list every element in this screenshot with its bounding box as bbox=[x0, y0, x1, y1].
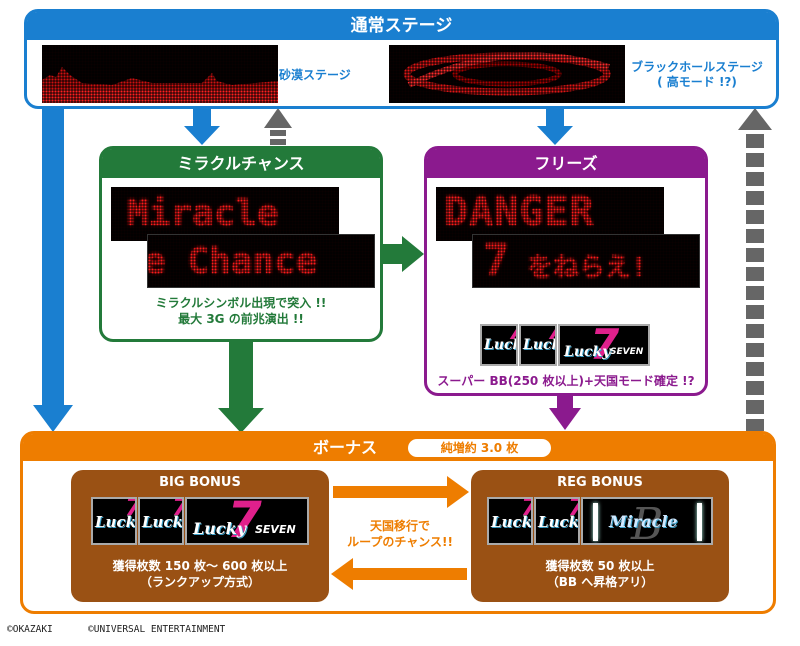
net-gain-badge: 純増約 3.0 枚 bbox=[408, 439, 551, 457]
reg-bonus-caption-line1: 獲得枚数 50 枚以上 bbox=[545, 559, 655, 573]
big-bonus-panel: BIG BONUS Lucky 7 Lucky 7 7 Lucky SEVEN … bbox=[71, 470, 329, 602]
freeze-reel-1-text: Lucky bbox=[484, 337, 516, 353]
credit-okazaki: ©OKAZAKI bbox=[7, 624, 53, 635]
freeze-caption: スーパー BB(250 枚以上)+天国モード確定 !? bbox=[437, 374, 695, 388]
reg-bonus-caption: 獲得枚数 50 枚以上 （BB へ昇格アリ） bbox=[471, 558, 729, 590]
big-reel-1-text: Lucky bbox=[95, 513, 136, 531]
bonus-loop-arrows bbox=[331, 476, 469, 590]
big-bonus-caption-line1: 獲得枚数 150 枚～ 600 枚以上 bbox=[112, 559, 288, 573]
miracle-display-line1: Miracle bbox=[127, 193, 279, 234]
big-bonus-caption: 獲得枚数 150 枚～ 600 枚以上 （ランクアップ方式） bbox=[71, 558, 329, 590]
desert-dunes-graphic bbox=[42, 67, 278, 103]
freeze-reel-3-seven-tag: SEVEN bbox=[610, 347, 644, 357]
reg-bonus-title: REG BONUS bbox=[557, 475, 643, 490]
freeze-box: フリーズ DANGER 7 をねらえ! Lucky 7 Lucky 7 7 Lu… bbox=[424, 146, 708, 396]
bonus-loop-line1: 天国移行で bbox=[369, 519, 430, 533]
danger-display-top: DANGER bbox=[436, 187, 664, 241]
danger-display-line2: をねらえ! bbox=[527, 253, 647, 283]
miracle-display-line2: e Chance bbox=[147, 241, 318, 282]
desert-stage-display bbox=[42, 45, 278, 103]
blackhole-label-line1: ブラックホールステージ bbox=[631, 60, 763, 74]
reg-reel-1-text: Lucky bbox=[491, 513, 532, 531]
miracle-chance-title: ミラクルチャンス bbox=[102, 149, 380, 178]
blackhole-stage-display bbox=[389, 45, 625, 103]
miracle-chance-box: ミラクルチャンス Miracle e Chance ミラクルシンボル出現で突入 … bbox=[99, 146, 383, 342]
miracle-caption-line2: 最大 3G の前兆演出 !! bbox=[178, 312, 304, 326]
big-reel-2: Lucky 7 bbox=[138, 497, 184, 545]
blackhole-stage-label: ブラックホールステージ ( 高モード !?) bbox=[622, 60, 772, 90]
blackhole-graphic bbox=[403, 52, 611, 96]
arrow-normal-to-miracle bbox=[184, 108, 220, 145]
bonus-title: ボーナス bbox=[313, 438, 378, 457]
miracle-display-top: Miracle bbox=[111, 187, 339, 241]
seven-icon: 7 bbox=[227, 497, 262, 545]
freeze-reel-3: 7 Lucky SEVEN bbox=[558, 324, 650, 366]
miracle-caption-line1: ミラクルシンボル出現で突入 !! bbox=[155, 296, 327, 310]
freeze-reel-1: Lucky 7 bbox=[480, 324, 518, 366]
big-reel-3-text: Lucky bbox=[193, 519, 247, 538]
desert-stage-label: 砂漠ステージ bbox=[279, 68, 351, 82]
big-reel-2-text: Lucky bbox=[142, 513, 183, 531]
blackhole-label-line2: ( 高モード !?) bbox=[657, 75, 737, 89]
freeze-reel-2: Lucky 7 bbox=[519, 324, 557, 366]
seven-icon: 7 bbox=[568, 499, 578, 521]
normal-stage-title: 通常ステージ bbox=[27, 12, 776, 40]
arrow-normal-to-freeze bbox=[537, 108, 573, 145]
arrow-miracle-to-normal bbox=[264, 108, 292, 145]
miracle-display-bottom: e Chance bbox=[147, 234, 375, 288]
arrow-bonus-to-normal-right bbox=[738, 108, 772, 431]
reg-bar-right bbox=[697, 503, 702, 541]
reg-reel-3: B Miracle bbox=[581, 497, 713, 545]
bonus-loop-line2: ループのチャンス!! bbox=[347, 535, 453, 549]
seven-icon: 7 bbox=[508, 326, 516, 345]
seven-icon: 7 bbox=[521, 499, 531, 521]
normal-stage-box: 通常ステージ 砂漠ステージ ブラックホールステージ ( 高モード !?) bbox=[24, 9, 779, 109]
arrow-normal-to-bonus-left bbox=[33, 108, 73, 432]
arrow-reg-to-big bbox=[331, 558, 467, 590]
seven-icon: 7 bbox=[125, 499, 135, 521]
danger-display-bottom: 7 をねらえ! bbox=[472, 234, 700, 288]
reg-bar-left bbox=[593, 503, 598, 541]
danger-display-line1: DANGER bbox=[444, 189, 595, 235]
seven-icon: 7 bbox=[590, 324, 620, 366]
bonus-box: ボーナス 純増約 3.0 枚 BIG BONUS Lucky 7 Lucky 7… bbox=[20, 431, 776, 614]
big-reel-3: 7 Lucky SEVEN bbox=[185, 497, 309, 545]
arrow-miracle-to-freeze bbox=[382, 236, 424, 272]
danger-display-seven: 7 bbox=[483, 235, 510, 286]
freeze-reel-2-text: Lucky bbox=[523, 337, 555, 353]
bonus-header: ボーナス 純増約 3.0 枚 bbox=[23, 434, 773, 461]
big-bonus-caption-line2: （ランクアップ方式） bbox=[139, 575, 260, 589]
b-letter-icon: B bbox=[631, 499, 664, 545]
arrow-big-to-reg bbox=[333, 476, 469, 508]
seven-icon: 7 bbox=[547, 326, 555, 345]
big-reel-3-seven-tag: SEVEN bbox=[255, 523, 296, 536]
freeze-title: フリーズ bbox=[427, 149, 705, 178]
reg-reel-2-text: Lucky bbox=[538, 513, 579, 531]
arrow-freeze-to-bonus bbox=[549, 392, 581, 430]
miracle-caption: ミラクルシンボル出現で突入 !! 最大 3G の前兆演出 !! bbox=[102, 295, 380, 327]
freeze-reel-3-text: Lucky bbox=[564, 344, 611, 360]
seven-icon: 7 bbox=[172, 499, 182, 521]
arrow-miracle-to-bonus bbox=[218, 340, 264, 433]
bonus-loop-caption: 天国移行で ループのチャンス!! bbox=[329, 518, 471, 550]
credit-universal: ©UNIVERSAL ENTERTAINMENT bbox=[88, 624, 226, 635]
reg-reel-2: Lucky 7 bbox=[534, 497, 580, 545]
reg-bonus-caption-line2: （BB へ昇格アリ） bbox=[546, 575, 654, 589]
big-reel-1: Lucky 7 bbox=[91, 497, 137, 545]
reg-reel-3-text: Miracle bbox=[609, 512, 678, 531]
big-bonus-title: BIG BONUS bbox=[159, 475, 241, 490]
reg-reel-1: Lucky 7 bbox=[487, 497, 533, 545]
reg-bonus-panel: REG BONUS Lucky 7 Lucky 7 B Miracle 獲得枚数… bbox=[471, 470, 729, 602]
